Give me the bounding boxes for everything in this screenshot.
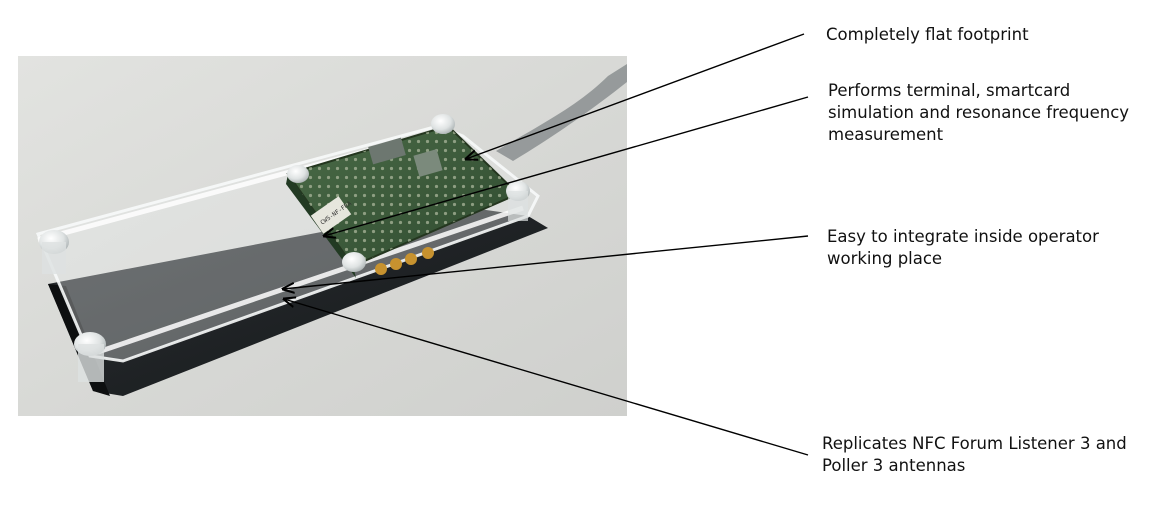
connector — [405, 253, 417, 265]
callout-replicates-nfc: Replicates NFC Forum Listener 3 and Poll… — [822, 433, 1127, 477]
callout-flat-footprint: Completely flat footprint — [826, 24, 1029, 46]
standoff — [506, 181, 530, 221]
standoff — [342, 252, 366, 272]
ribbon-cable — [496, 64, 627, 161]
callout-text: Performs terminal, smartcard — [828, 81, 1071, 100]
connector — [422, 247, 434, 259]
connector — [390, 258, 402, 270]
callout-text: Replicates NFC Forum Listener 3 and — [822, 434, 1127, 453]
callout-text: Poller 3 antennas — [822, 456, 966, 475]
callout-easy-integrate: Easy to integrate inside operator workin… — [827, 226, 1099, 270]
callout-text: Easy to integrate inside operator — [827, 227, 1099, 246]
callout-text: working place — [827, 249, 943, 268]
standoff — [74, 332, 106, 382]
pcb-sticker — [310, 196, 352, 234]
standoff — [39, 230, 69, 274]
callout-text: Completely flat footprint — [826, 25, 1029, 44]
arrow-easy-integrate — [283, 235, 809, 289]
device-photo: CWS-NF-FRA — [18, 56, 627, 416]
callout-performs-terminal: Performs terminal, smartcard simulation … — [828, 80, 1129, 146]
callout-text: simulation and resonance frequency — [828, 103, 1130, 122]
arrow-flat-footprint — [466, 33, 805, 159]
arrow-performs-terminal — [324, 96, 809, 236]
arrow-replicates-nfc — [284, 299, 809, 456]
callout-text: measurement — [828, 125, 944, 144]
standoff — [287, 165, 309, 183]
connector — [375, 263, 387, 275]
standoff — [431, 114, 455, 134]
